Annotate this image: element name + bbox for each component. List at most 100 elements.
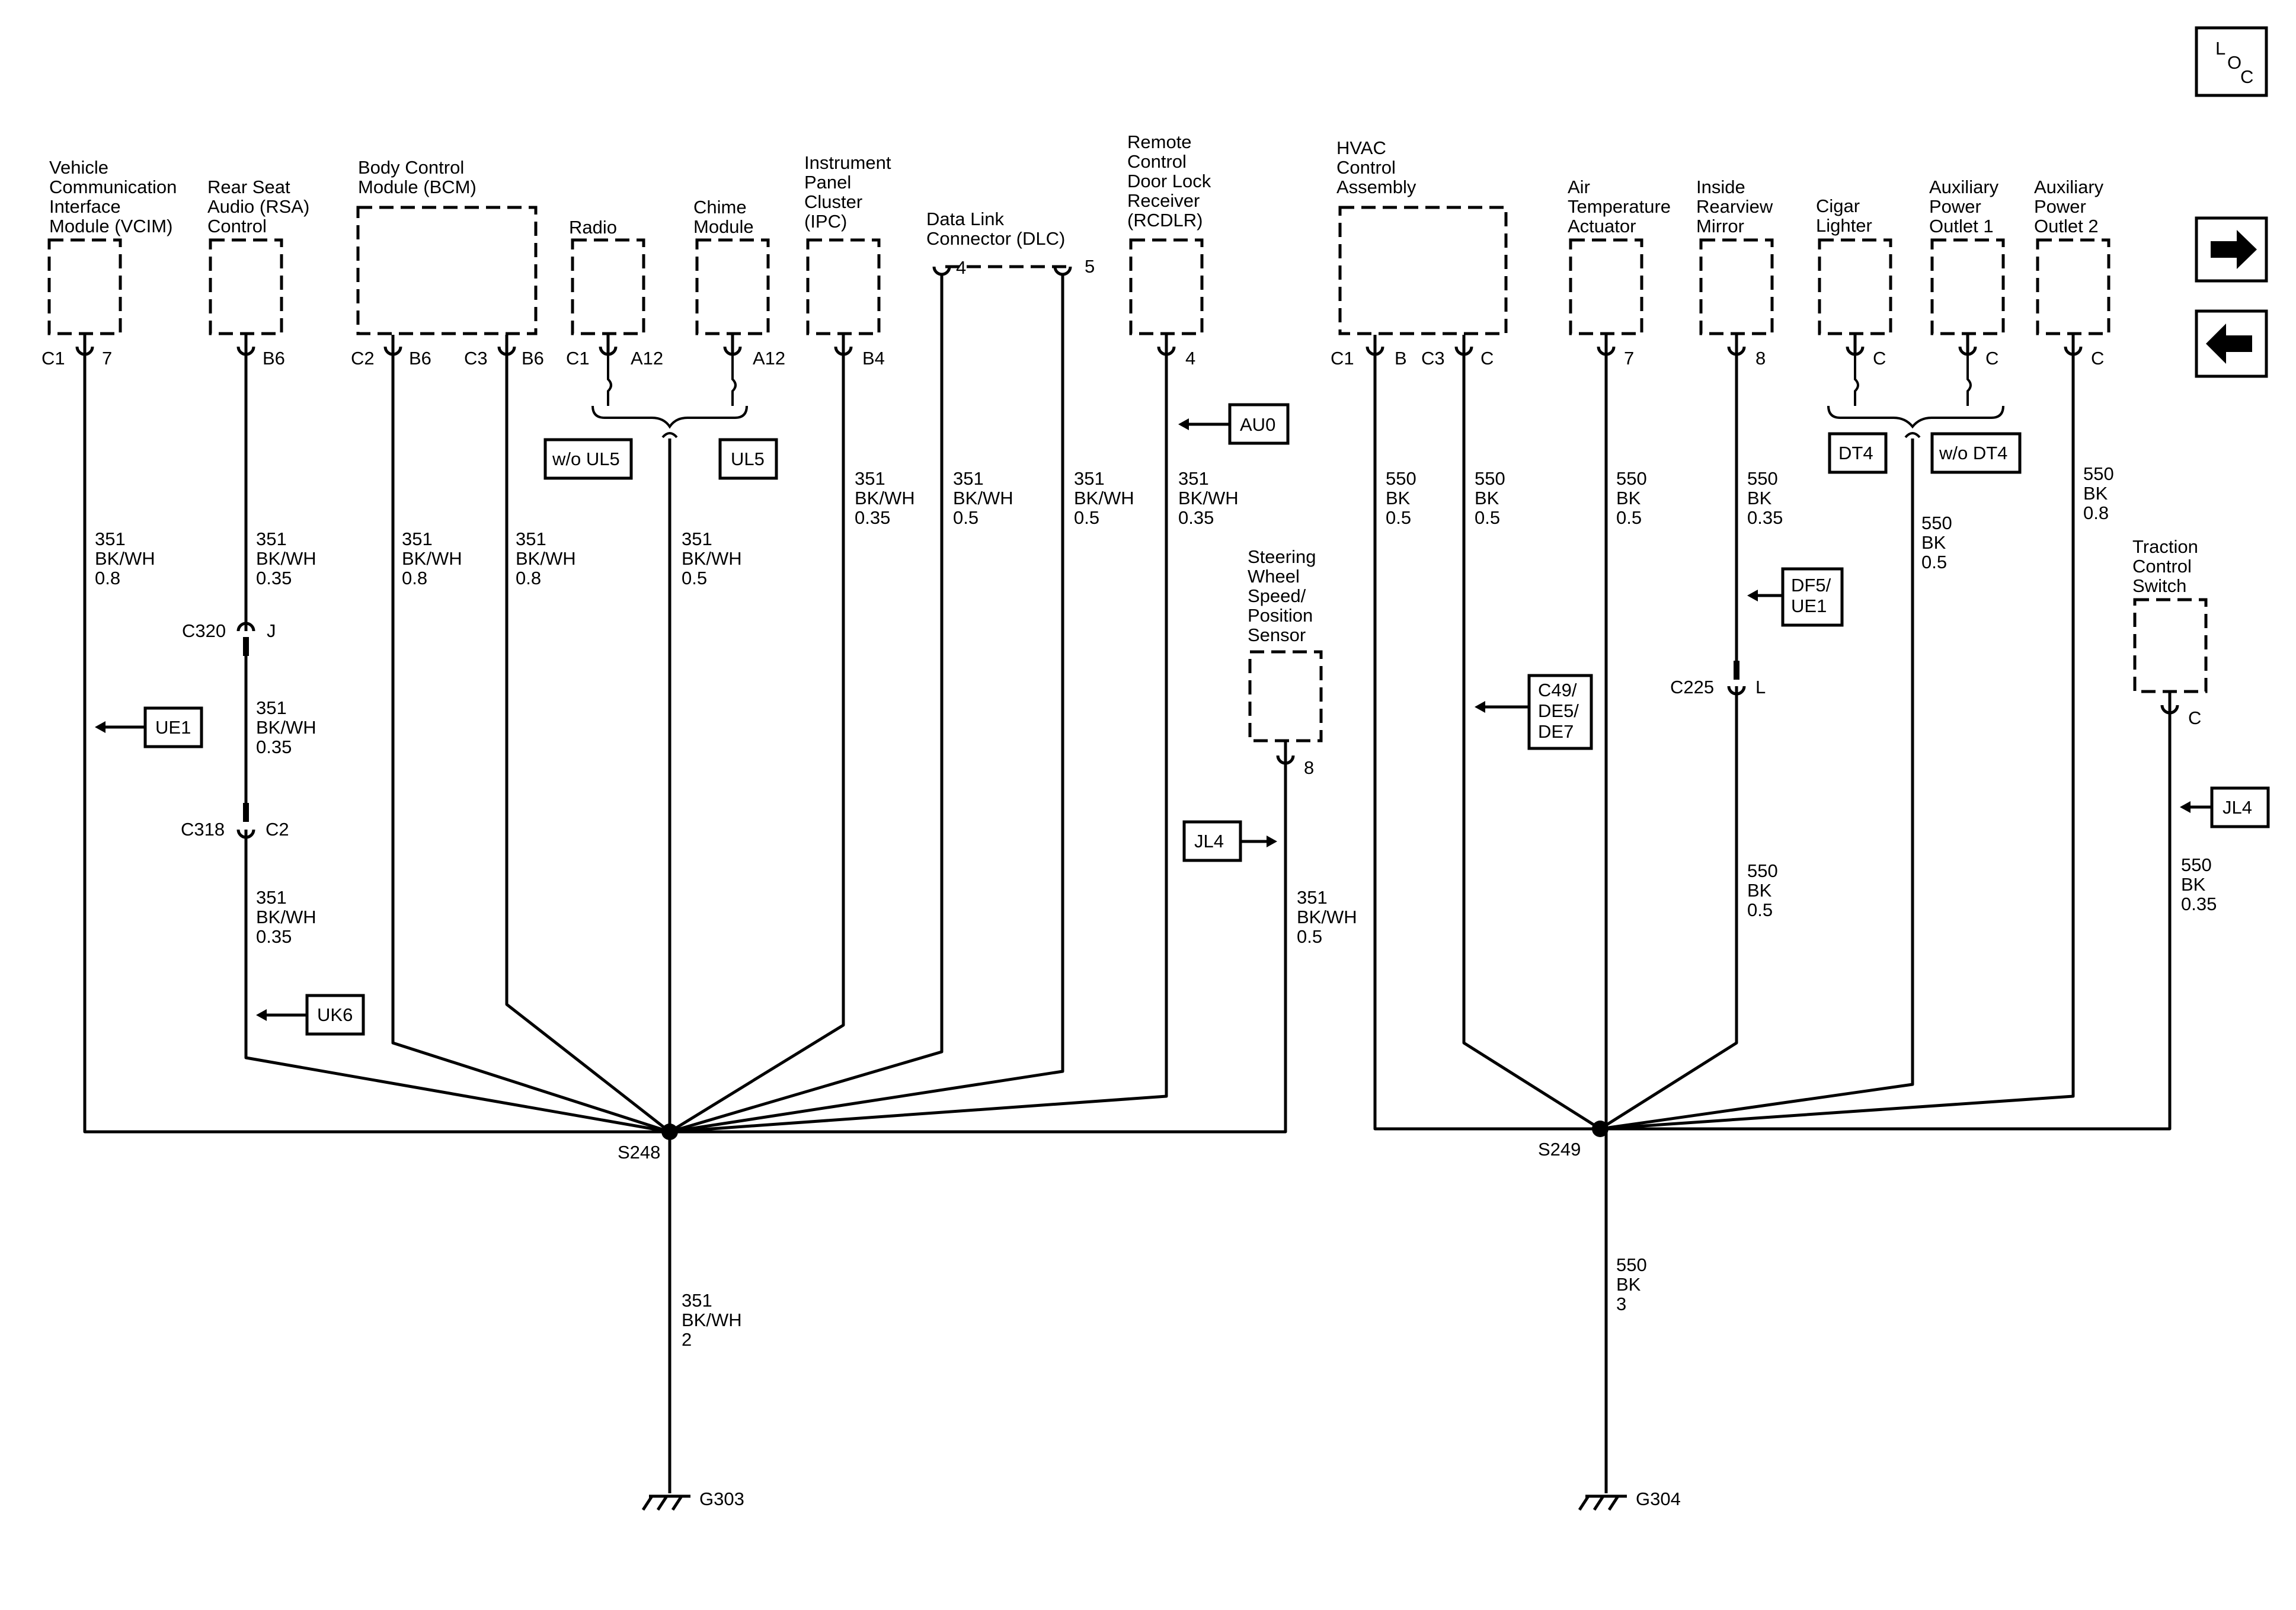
next-page-button[interactable] <box>2195 216 2268 283</box>
s248-label: S248 <box>618 1142 660 1163</box>
svg-text:AU0: AU0 <box>1240 414 1275 435</box>
arrow-right-icon <box>2211 230 2257 269</box>
svg-text:JL4: JL4 <box>1194 831 1224 852</box>
bcm-box <box>356 206 538 335</box>
dt4-option-bracket <box>1827 354 2004 438</box>
svg-text:C49/DE5/DE7: C49/DE5/DE7 <box>1538 680 1579 742</box>
apo1-pin-label: C <box>1985 348 1998 369</box>
option-ul5[interactable]: UL5 <box>718 438 778 480</box>
ipc-box <box>806 238 881 335</box>
vcim-pin-label: 7 <box>102 348 112 369</box>
hvac-c1-pin-label: B <box>1395 348 1407 369</box>
s249-wires <box>1373 354 2172 1493</box>
vcim-box <box>47 238 122 335</box>
bcm-c2-pin-label: B6 <box>409 348 431 369</box>
hvac-c3-label: C3 <box>1421 348 1445 369</box>
option-jl4-right[interactable]: JL4 <box>2180 786 2270 828</box>
option-dt4[interactable]: DT4 <box>1828 432 1888 474</box>
loc-c-label: C <box>2240 66 2253 87</box>
option-wo-dt4[interactable]: w/o DT4 <box>1930 432 2022 474</box>
svg-text:UE1: UE1 <box>155 717 191 738</box>
tcs-pin-label: C <box>2188 708 2201 728</box>
dlc-pin5-label: 5 <box>1085 256 1095 277</box>
air-pin-label: 7 <box>1624 348 1634 369</box>
ipc-pin-label: B4 <box>862 348 885 369</box>
bcm-c2-label: C2 <box>351 348 375 369</box>
rcdlr-box <box>1129 238 1204 335</box>
bcm-c3-pin-label: B6 <box>522 348 544 369</box>
tcs-box <box>2133 598 2208 693</box>
mirror-pin-label: 8 <box>1755 348 1766 369</box>
s248-splice-dot <box>661 1124 678 1140</box>
option-df5-ue1[interactable]: DF5/UE1 <box>1747 567 1844 627</box>
c320-pin-label: J <box>267 620 276 641</box>
svg-text:JL4: JL4 <box>2223 797 2252 818</box>
option-au0[interactable]: AU0 <box>1178 403 1290 445</box>
option-wo-ul5[interactable]: w/o UL5 <box>543 438 633 480</box>
ul5-option-bracket <box>591 354 748 438</box>
radio-conn-label: C1 <box>566 348 590 369</box>
cigar-box <box>1818 238 1892 335</box>
svg-text:DF5/UE1: DF5/UE1 <box>1791 575 1831 616</box>
swsp-box <box>1248 650 1323 742</box>
apo2-box <box>2036 238 2110 335</box>
g304-label: G304 <box>1636 1489 1681 1509</box>
dlc-pin4-label: 4 <box>956 257 966 278</box>
rsa-box <box>209 238 283 335</box>
option-ue1[interactable]: UE1 <box>95 706 203 748</box>
s249-splice-dot <box>1592 1121 1609 1137</box>
svg-text:DT4: DT4 <box>1838 443 1873 463</box>
air-temp-box <box>1569 238 1643 335</box>
radio-label: Radio <box>569 217 617 238</box>
c318-label: C318 <box>181 819 225 840</box>
rcdlr-pin-label: 4 <box>1185 348 1195 369</box>
radio-pin-label: A12 <box>631 348 663 369</box>
apo2-pin-label: C <box>2091 348 2104 369</box>
loc-button[interactable]: L O C <box>2195 26 2268 97</box>
hvac-box <box>1338 206 1508 335</box>
swsp-pin-label: 8 <box>1304 757 1314 778</box>
c320-label: C320 <box>182 620 226 641</box>
option-uk6[interactable]: UK6 <box>256 994 365 1036</box>
chime-pin-label: A12 <box>753 348 785 369</box>
svg-text:w/o UL5: w/o UL5 <box>552 449 620 469</box>
option-jl4-left[interactable]: JL4 <box>1182 820 1277 862</box>
loc-o-label: O <box>2227 52 2241 73</box>
loc-l-label: L <box>2215 38 2225 59</box>
option-c49-de5-de7[interactable]: C49/DE5/DE7 <box>1475 674 1593 750</box>
cigar-pin-label: C <box>1873 348 1886 369</box>
prev-page-button[interactable] <box>2195 309 2268 378</box>
arrow-left-icon <box>2206 324 2252 364</box>
c225-label: C225 <box>1670 677 1714 697</box>
connector-labels: C1 7 B6 C2 B6 C3 B6 C1 A12 A12 B4 4 5 4 … <box>41 256 2201 840</box>
